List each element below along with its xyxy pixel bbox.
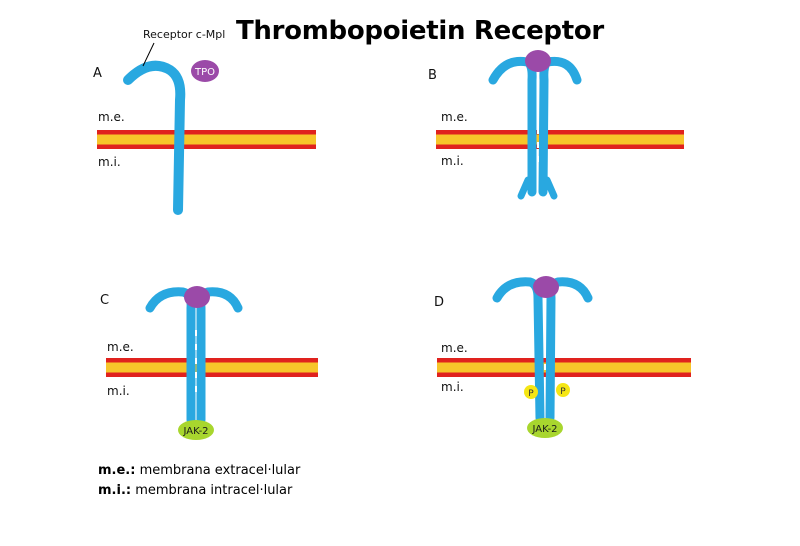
jak2-c (178, 420, 214, 440)
tpo-ligand-b (525, 50, 551, 72)
membrane-d (437, 358, 691, 377)
jak2-label-c: JAK-2 (182, 426, 208, 437)
mi-label-b: m.i. (441, 154, 464, 168)
legend-abbr-mi: m.i.: (98, 483, 132, 498)
me-label-a: m.e. (98, 110, 125, 124)
legend-abbr-me: m.e.: (98, 463, 136, 478)
receptor-dimer-c (145, 287, 243, 425)
me-label-b: m.e. (441, 110, 468, 124)
phospho-label-right: P (560, 387, 566, 397)
panel-letter-c: C (100, 293, 110, 308)
receptor-monomer-a (123, 60, 186, 215)
tpo-ligand-d (533, 276, 559, 298)
receptor-dimer-d (492, 277, 593, 423)
membrane-c (106, 358, 318, 377)
membrane-b (436, 130, 684, 149)
receptor-dimer-b (488, 56, 582, 200)
legend-text-mi: membrana intracel·lular (131, 483, 293, 498)
legend-row-mi: m.i.: membrana intracel·lular (98, 483, 292, 498)
tpo-ligand-a (191, 60, 219, 82)
mi-label-c: m.i. (107, 384, 130, 398)
legend-text-me: membrana extracel·lular (135, 463, 301, 478)
mi-label-d: m.i. (441, 380, 464, 394)
mi-label-a: m.i. (98, 155, 121, 169)
jak2-label-d: JAK-2 (531, 424, 557, 435)
tpo-ligand-c (184, 286, 210, 308)
phospho-label-left: P (528, 389, 534, 399)
jak2-d (527, 418, 563, 438)
diagram-title: Thrombopoietin Receptor (236, 16, 604, 46)
panel-letter-d: D (434, 295, 445, 310)
tpo-label: TPO (194, 67, 215, 78)
receptor-pointer-line (142, 42, 155, 67)
membrane-a (97, 130, 316, 149)
me-label-d: m.e. (441, 341, 468, 355)
legend-row-me: m.e.: membrana extracel·lular (98, 463, 300, 478)
me-label-c: m.e. (107, 340, 134, 354)
panel-letter-b: B (428, 68, 437, 83)
phospho-right-d (556, 383, 570, 397)
phospho-left-d (524, 385, 538, 399)
receptor-label: Receptor c-Mpl (143, 28, 226, 41)
panel-letter-a: A (93, 66, 102, 81)
